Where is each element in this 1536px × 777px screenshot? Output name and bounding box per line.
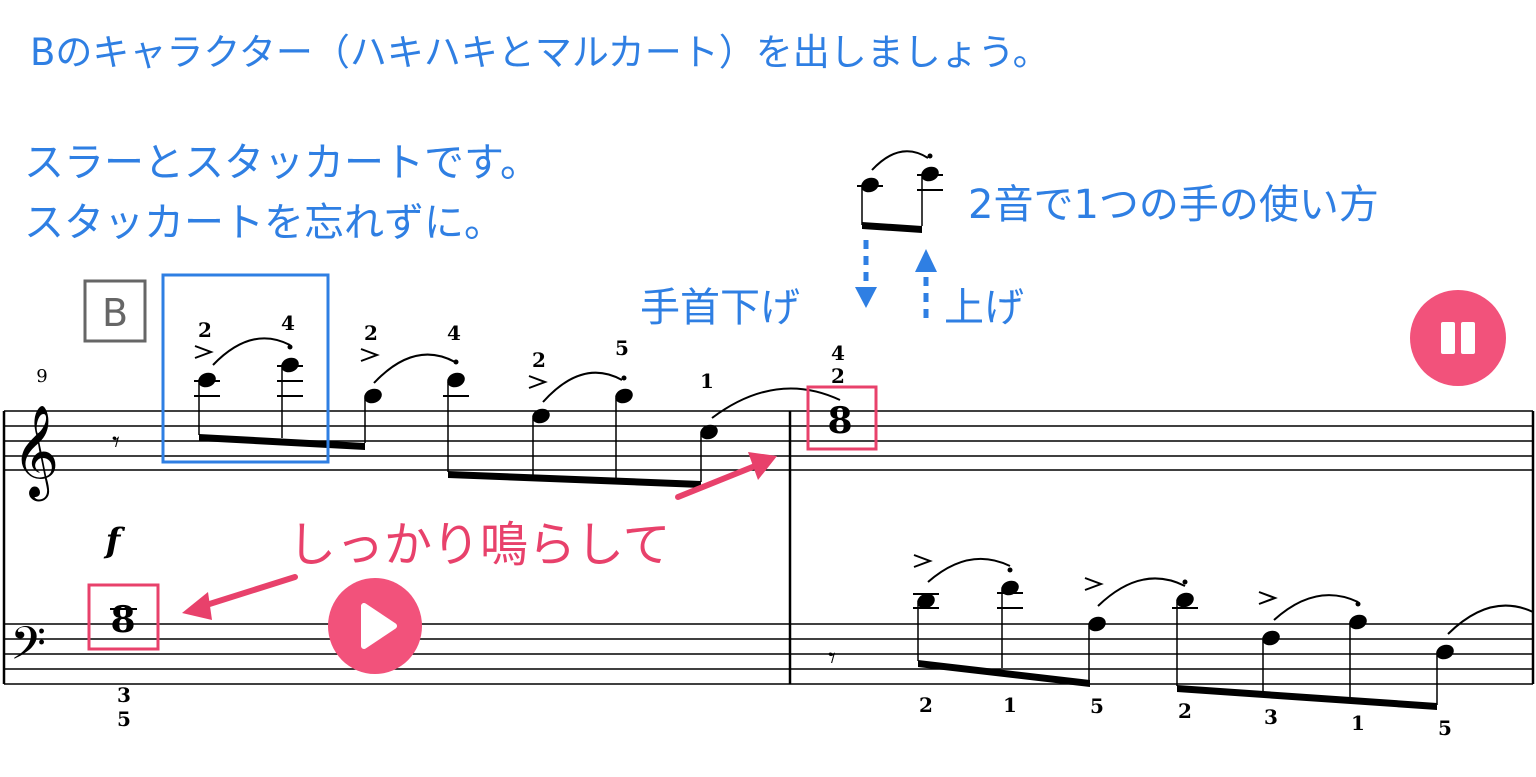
treble-chord: 8 <box>827 400 852 442</box>
bass-clef-icon: 𝄢 <box>10 617 46 682</box>
beam <box>199 434 365 450</box>
fingering: 1 <box>700 369 714 393</box>
slur <box>373 353 456 384</box>
beam <box>918 660 1090 687</box>
two-note-hand-label: 2音で1つの手の使い方 <box>968 182 1379 228</box>
arrow-to-bass-chord <box>197 574 298 610</box>
play-button[interactable] <box>328 578 422 674</box>
play-icon <box>361 603 397 649</box>
pause-button[interactable] <box>1410 290 1506 386</box>
staccato-dot <box>287 344 293 350</box>
pause-icon <box>1441 322 1475 354</box>
instruction-line-2: スタッカートを忘れずに。 <box>24 200 504 246</box>
fingering: 2 <box>1178 699 1192 723</box>
slur <box>927 557 1011 583</box>
fingering: 3 <box>1264 705 1278 729</box>
slur <box>1097 577 1186 607</box>
fingering: 4 <box>831 341 845 365</box>
note-head <box>532 408 550 424</box>
arrow-down-icon <box>855 287 877 308</box>
treble-clef-icon: 𝄞 <box>12 404 59 501</box>
rehearsal-box <box>83 279 147 343</box>
rehearsal-mark: B <box>102 291 128 335</box>
arrow-up-icon <box>915 249 937 272</box>
arrowhead-icon <box>748 452 777 480</box>
wrist-down-label: 手首下げ <box>640 285 800 331</box>
instruction-line-1: スラーとスタッカートです。 <box>24 140 540 186</box>
highlight-box-treble-chord <box>806 385 878 451</box>
dynamic-forte: f <box>104 521 126 561</box>
fingering: 5 <box>117 707 131 731</box>
staccato-dot <box>1007 567 1013 573</box>
note-head <box>1349 614 1367 630</box>
staccato-dot <box>927 153 933 159</box>
accent-mark <box>360 348 380 362</box>
highlight-box-bass-chord <box>87 583 160 651</box>
note-head <box>1436 644 1454 660</box>
beam <box>862 222 922 233</box>
fingering: 4 <box>447 321 461 345</box>
slur <box>542 371 623 403</box>
beam <box>448 471 701 488</box>
note-head <box>917 593 935 609</box>
staccato-dot <box>621 375 627 381</box>
wrist-up-label: 上げ <box>944 285 1024 331</box>
fingering: 5 <box>615 336 629 360</box>
note-head <box>1262 630 1280 646</box>
arrow-to-treble-chord <box>675 463 758 500</box>
page-title: Bのキャラクター（ハキハキとマルカート）を出しましょう。 <box>30 31 1050 74</box>
note-head <box>1001 580 1019 596</box>
fingering: 1 <box>1351 711 1365 735</box>
staccato-dot <box>1182 579 1188 585</box>
slur <box>1447 604 1534 635</box>
eighth-rest-icon: 𝄾 <box>828 641 836 676</box>
highlight-box-blue <box>161 273 330 464</box>
note-head <box>364 388 382 404</box>
staccato-dot <box>1355 601 1361 607</box>
fingering: 5 <box>1090 694 1104 718</box>
ring-out-annotation: しっかり鳴らして <box>288 517 671 573</box>
accent-mark <box>913 554 933 568</box>
eighth-rest-icon: 𝄾 <box>112 425 120 460</box>
slur <box>871 150 929 171</box>
slur <box>711 387 841 419</box>
note-head <box>1088 616 1106 632</box>
note-head <box>615 388 633 404</box>
slur <box>1273 594 1359 621</box>
fingering: 2 <box>198 318 212 342</box>
accent-mark <box>194 345 214 359</box>
accent-mark <box>528 375 548 389</box>
note-head <box>700 424 718 440</box>
beam <box>1177 685 1437 710</box>
accent-mark <box>1258 591 1278 605</box>
accent-mark <box>1084 577 1104 591</box>
fingering: 3 <box>117 683 131 707</box>
fingering: 5 <box>1438 716 1452 740</box>
fingering: 2 <box>831 364 845 388</box>
note-head <box>447 372 465 388</box>
note-head <box>1176 592 1194 608</box>
slur <box>212 337 291 366</box>
fingering: 2 <box>364 321 378 345</box>
measure-number: 9 <box>36 366 47 387</box>
fingering: 2 <box>532 348 546 372</box>
fingering: 2 <box>919 693 933 717</box>
arrowhead-icon <box>182 592 212 620</box>
fingering: 1 <box>1003 693 1017 717</box>
fingering: 4 <box>281 311 295 335</box>
bass-chord: 8 <box>110 599 135 641</box>
